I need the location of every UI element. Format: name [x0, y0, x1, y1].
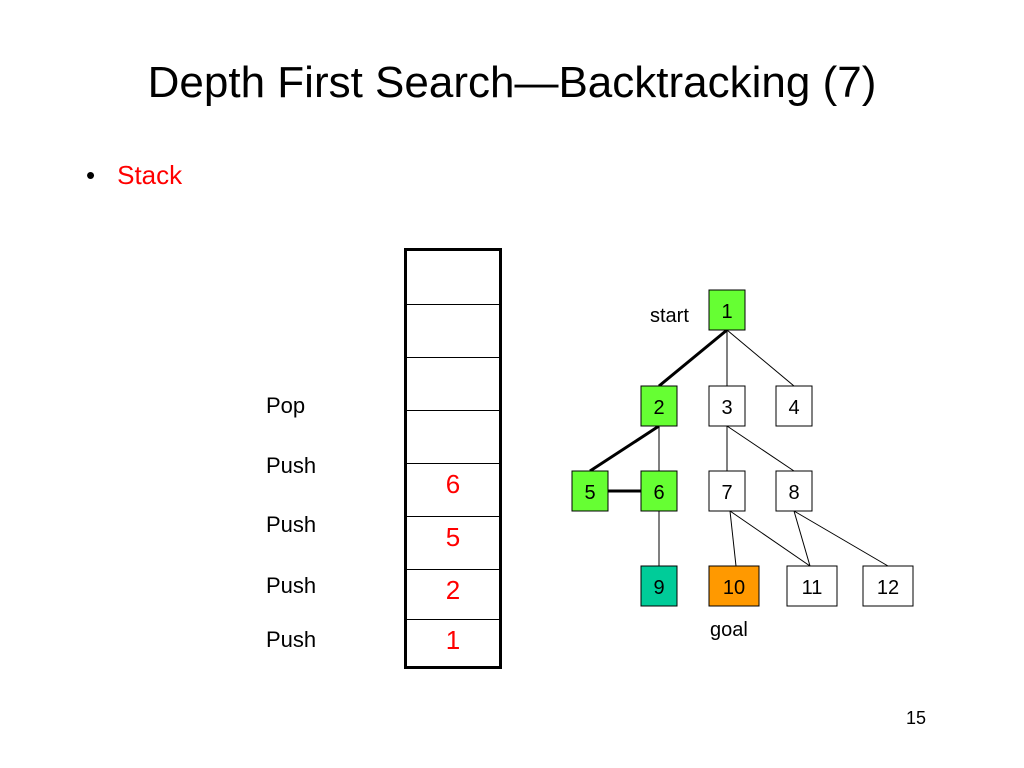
stack-cell	[407, 410, 499, 463]
tree-node-3: 3	[708, 385, 746, 427]
op-label-push-1: Push	[266, 453, 317, 478]
tree-node-label: 3	[721, 397, 732, 419]
tree-node-label: 9	[653, 577, 664, 599]
op-label-push-2: Push	[266, 512, 317, 537]
op-label-pop: Pop	[266, 393, 306, 418]
tree-node-label: 11	[802, 577, 823, 599]
tree-node-box	[775, 385, 813, 427]
stack-cell: 5	[407, 516, 499, 569]
tree-node-10: 10	[708, 565, 760, 607]
tree-node-box	[862, 565, 914, 607]
tree-node-label: 10	[723, 577, 745, 599]
tree-node-box	[775, 470, 813, 512]
tree-node-2: 2	[640, 385, 678, 427]
tree-node-1: 1	[708, 289, 746, 331]
tree-node-6: 6	[640, 470, 678, 512]
tree-edge-8-12	[793, 510, 889, 567]
start-label: start	[650, 305, 689, 327]
tree-node-label: 12	[877, 577, 899, 599]
stack-cell: 2	[407, 569, 499, 622]
tree-node-box	[640, 470, 678, 512]
bullet-item-stack: • Stack	[86, 160, 182, 191]
tree-node-box	[708, 565, 760, 607]
tree-edge-1-4	[726, 329, 795, 387]
tree-node-8: 8	[775, 470, 813, 512]
tree-edge-7-10	[729, 510, 737, 567]
bullet-text: Stack	[117, 160, 183, 190]
stack-container: 6 5 2 1	[404, 248, 502, 669]
bullet-dot-icon: •	[86, 160, 96, 190]
tree-edges	[589, 328, 889, 567]
tree-node-label: 5	[584, 482, 595, 504]
slide-title: Depth First Search—Backtracking (7)	[147, 58, 877, 107]
goal-label: goal	[710, 619, 748, 641]
stack-cell	[407, 357, 499, 410]
tree-node-box	[571, 470, 609, 512]
tree-edge-8-11	[793, 510, 811, 567]
tree-node-label: 8	[788, 482, 799, 504]
stack-cell	[407, 304, 499, 357]
tree-node-box	[786, 565, 838, 607]
tree-node-7: 7	[708, 470, 746, 512]
tree-node-box	[640, 565, 678, 607]
tree-edge-3-8	[726, 425, 795, 472]
tree-node-label: 2	[653, 397, 664, 419]
tree-node-label: 4	[788, 397, 799, 419]
tree-edge-2-5	[589, 424, 660, 473]
tree-node-12: 12	[862, 565, 914, 607]
stack-cell: 1	[407, 619, 499, 672]
tree-node-9: 9	[640, 565, 678, 607]
op-label-push-4: Push	[266, 627, 317, 652]
page-number: 15	[906, 708, 927, 728]
tree-node-box	[708, 289, 746, 331]
tree-node-box	[708, 385, 746, 427]
op-label-push-3: Push	[266, 573, 317, 598]
tree-node-5: 5	[571, 470, 609, 512]
tree-node-label: 7	[721, 482, 732, 504]
stack-cell: 6	[407, 463, 499, 516]
tree-node-11: 11	[786, 565, 838, 607]
tree-node-box	[708, 470, 746, 512]
tree-node-label: 6	[653, 482, 664, 504]
tree-edge-1-2	[658, 328, 728, 388]
tree-edge-7-11	[729, 510, 811, 567]
tree-node-4: 4	[775, 385, 813, 427]
tree-node-label: 1	[721, 301, 732, 323]
tree-node-box	[640, 385, 678, 427]
